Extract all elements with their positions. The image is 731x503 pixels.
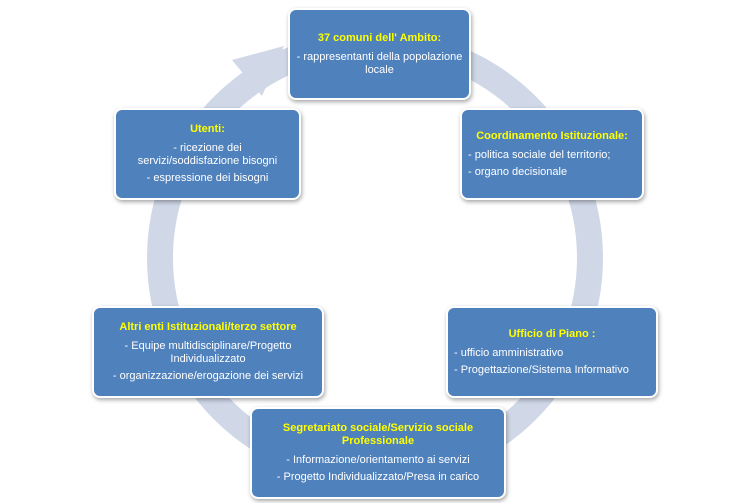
- node-title: Ufficio di Piano :: [508, 327, 596, 340]
- node-title: Utenti:: [190, 123, 225, 135]
- node-ufficio-di-piano: Ufficio di Piano : - ufficio amministrat…: [446, 306, 658, 398]
- node-segretariato-sociale: Segretariato sociale/Servizio sociale Pr…: [250, 407, 506, 499]
- node-comuni: 37 comuni dell' Ambito: - rappresentanti…: [288, 8, 471, 100]
- node-line: - Progettazione/Sistema Informativo: [454, 363, 629, 376]
- node-title: Altri enti Istituzionali/terzo settore: [119, 321, 297, 333]
- node-title: Segretariato sociale/Servizio sociale Pr…: [282, 422, 474, 447]
- node-line: - Progetto Individualizzato/Presa in car…: [276, 471, 480, 483]
- node-line: - organizzazione/erogazione dei servizi: [112, 370, 304, 382]
- node-line: - rappresentanti della popolazione local…: [296, 50, 463, 76]
- node-line: - organo decisionale: [468, 165, 568, 178]
- node-title: Coordinamento Istituzionale:: [476, 129, 628, 142]
- cycle-arrow-head: [232, 46, 284, 96]
- node-line: - ricezione dei servizi/soddisfazione bi…: [137, 142, 278, 167]
- node-line: - Equipe multidisciplinare/Progetto Indi…: [124, 340, 292, 365]
- node-title: 37 comuni dell' Ambito:: [317, 31, 442, 44]
- node-altri-enti: Altri enti Istituzionali/terzo settore -…: [92, 306, 324, 398]
- node-line: - ufficio amministrativo: [454, 346, 564, 359]
- node-line: - espressione dei bisogni: [146, 172, 269, 184]
- node-utenti: Utenti: - ricezione dei servizi/soddisfa…: [114, 108, 301, 200]
- node-line: - Informazione/orientamento ai servizi: [286, 454, 470, 466]
- node-coordinamento: Coordinamento Istituzionale: - politica …: [460, 108, 644, 200]
- node-line: - politica sociale del territorio;: [468, 148, 611, 161]
